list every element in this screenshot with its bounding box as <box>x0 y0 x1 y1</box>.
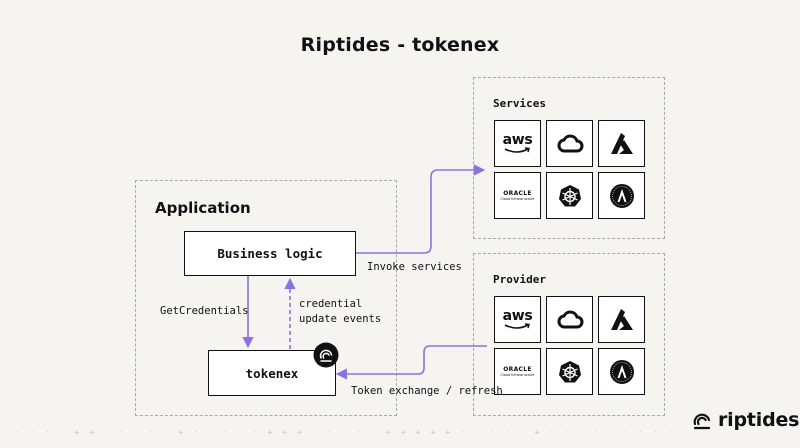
provider-tile-azure <box>598 296 645 343</box>
provider-label: Provider <box>493 273 546 286</box>
invoke-services-label: Invoke services <box>367 261 462 273</box>
services-tile-google-cloud <box>546 120 593 167</box>
services-tile-azure <box>598 120 645 167</box>
services-tile-aws: aws <box>494 120 541 167</box>
riptides-logo-icon <box>693 413 711 430</box>
azure-icon <box>609 132 635 156</box>
credential-update-line1: credential <box>299 298 363 310</box>
riptides-logo: riptides <box>690 408 799 432</box>
aws-icon: aws <box>503 133 533 155</box>
azure-icon <box>609 308 635 332</box>
application-label: Application <box>155 199 251 217</box>
argo-icon <box>609 359 635 385</box>
kubernetes-icon <box>558 184 582 208</box>
diagram-title: Riptides - tokenex <box>300 34 500 56</box>
provider-tile-argo <box>598 348 645 395</box>
aws-wordmark: aws <box>502 131 533 148</box>
provider-tile-kubernetes <box>546 348 593 395</box>
token-exchange-arrow <box>335 345 487 380</box>
riptides-badge-icon <box>313 342 339 368</box>
services-tile-kubernetes <box>546 172 593 219</box>
kubernetes-icon <box>558 360 582 384</box>
oracle-wordmark: ORACLE <box>503 366 532 373</box>
services-container <box>473 77 665 239</box>
oracle-subtitle: Cloud Infrastructure <box>500 197 535 201</box>
decorative-dots: · · · · · + + · · · · · + · · · · · + + … <box>0 428 680 438</box>
aws-wordmark: aws <box>502 307 533 324</box>
token-exchange-label: Token exchange / refresh <box>351 385 503 397</box>
google-cloud-icon <box>556 309 584 331</box>
provider-container <box>473 253 665 416</box>
provider-tile-aws: aws <box>494 296 541 343</box>
invoke-services-arrow <box>355 164 486 254</box>
application-container <box>135 180 397 416</box>
google-cloud-icon <box>556 133 584 155</box>
aws-icon: aws <box>503 309 533 331</box>
services-label: Services <box>493 97 546 110</box>
credential-update-line2: update events <box>299 313 382 325</box>
business-logic-box: Business logic <box>184 231 356 276</box>
riptides-logo-text: riptides <box>718 409 800 431</box>
oracle-wordmark: ORACLE <box>503 190 532 197</box>
argo-icon <box>609 183 635 209</box>
oracle-subtitle: Cloud Infrastructure <box>500 373 535 377</box>
services-tile-argo <box>598 172 645 219</box>
get-credentials-label: GetCredentials <box>160 305 249 317</box>
provider-tile-google-cloud <box>546 296 593 343</box>
credential-update-label: credential update events <box>299 297 381 327</box>
